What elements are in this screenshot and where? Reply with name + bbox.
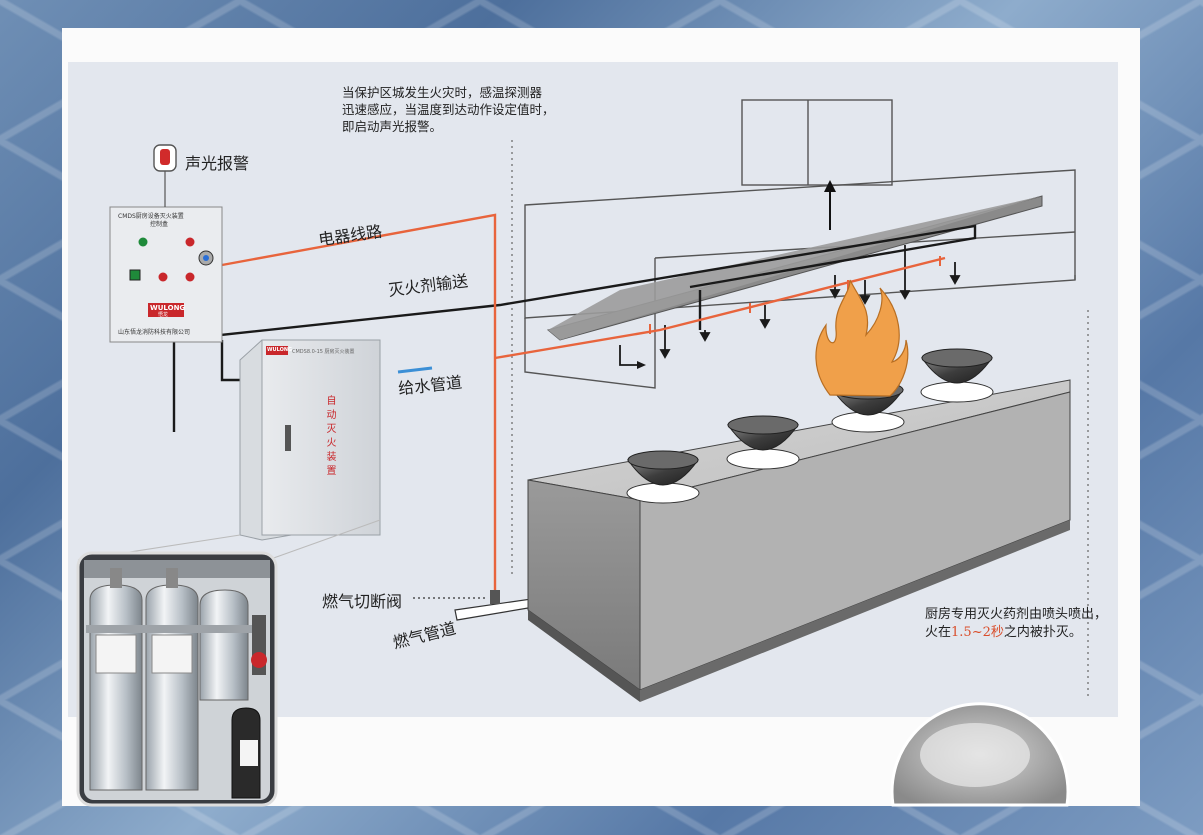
exhaust-arrow-head: [824, 180, 836, 192]
electrical-line: [221, 213, 497, 590]
control-box-header: CMDS厨房设备灭火装置: [118, 213, 184, 220]
agent-delivery-line: [172, 224, 977, 432]
bottom-note-pre: 火在: [925, 625, 952, 640]
agent-delivery-branch: [220, 340, 240, 382]
control-box-footer: 山东悟龙消防科技有限公司: [118, 329, 191, 336]
control-box-brand: WULONG: [150, 304, 186, 312]
bottom-note-highlight: 1.5~2秒: [951, 625, 1004, 640]
control-box-subheader: 控制盒: [150, 221, 169, 228]
top-note-line: 当保护区城发生火灾时，感温探测器: [342, 85, 543, 100]
top-note-line: 即启动声光报警。: [342, 119, 443, 134]
bottom-note-line: 厨房专用灭火药剂由喷头喷出，: [925, 607, 1108, 622]
agent-outlet-head: [637, 361, 646, 369]
gas-valve: [490, 590, 500, 604]
cylinders-photo-inset: [76, 551, 278, 807]
gas-valve-label: 燃气切断阀: [322, 592, 403, 611]
mist-photo-inset: [890, 702, 1070, 807]
alarm-bell-icon: [153, 144, 177, 207]
extinguisher-cabinet: [239, 339, 381, 541]
agent-outlet: [619, 345, 640, 366]
wok-4: [920, 348, 994, 403]
control-box-brand-cn: 悟龙: [158, 312, 169, 318]
flame-icon: [815, 279, 909, 397]
top-note-line: 迅速感应，当温度到达动作设定值时，: [342, 102, 555, 117]
zoom-line: [267, 519, 381, 561]
exhaust-hood: [524, 99, 1076, 389]
wok-2: [726, 415, 800, 470]
alarm-label: 声光报警: [185, 154, 250, 173]
bottom-note-post: 之内被扑灭。: [1003, 625, 1082, 640]
water-pipe: [397, 366, 433, 374]
wok-1: [626, 450, 700, 504]
cabinet-brand: WULONG: [267, 347, 293, 353]
stove-counter: [527, 379, 1071, 702]
nozzle-arrows: [659, 245, 961, 359]
top-note: 当保护区城发生火灾时，感温探测器 迅速感应，当温度到达动作设定值时， 即启动声光…: [342, 84, 555, 135]
cabinet-vertical-title: 自动灭火装置: [324, 395, 335, 479]
bottom-note: 厨房专用灭火药剂由喷头喷出， 火在1.5~2秒之内被扑灭。: [925, 606, 1107, 642]
control-box: [109, 206, 223, 343]
bottom-note-line: 火在1.5~2秒之内被扑灭。: [925, 624, 1107, 642]
cabinet-model: CMDS8.0-15 厨房灭火装置: [292, 349, 355, 355]
